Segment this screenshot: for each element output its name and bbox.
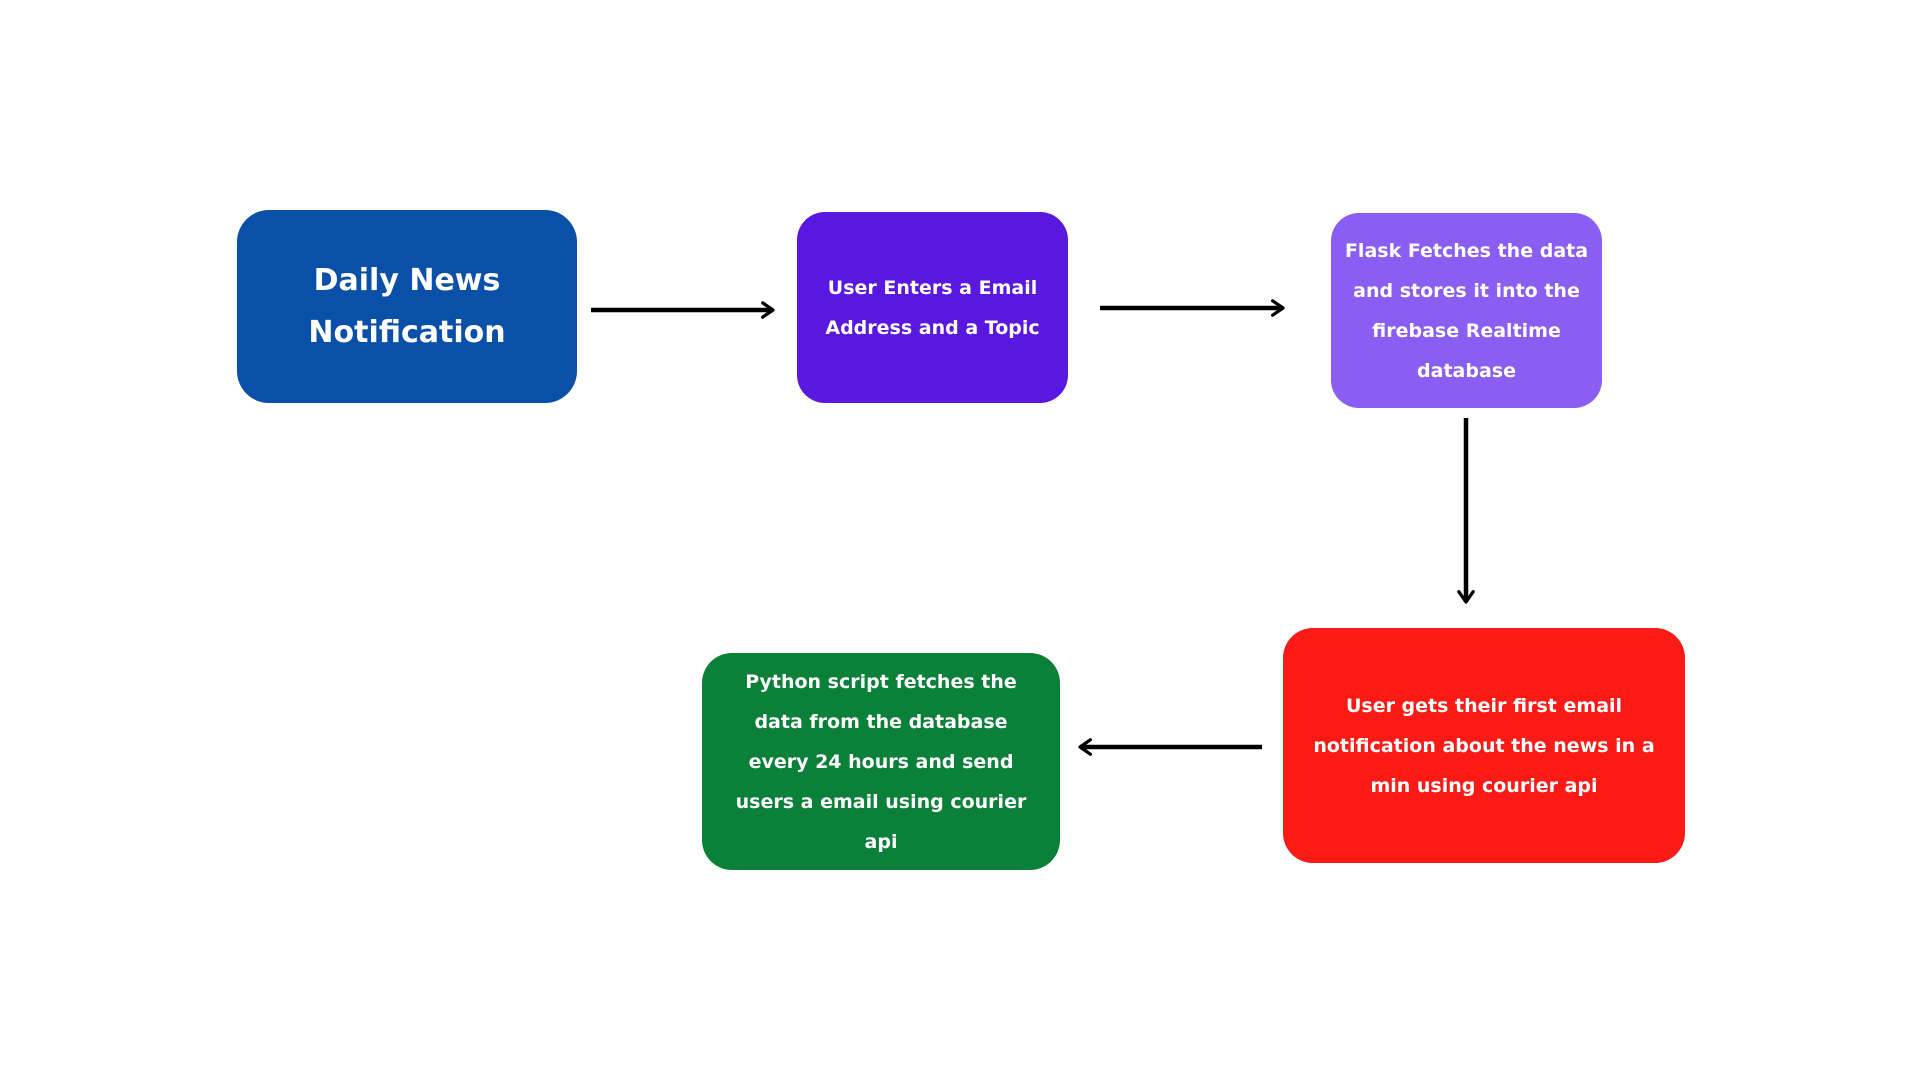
node-user-enters-email-topic[interactable]: User Enters a Email Address and a Topic <box>797 212 1068 403</box>
node-python-script-courier-label: Python script fetches the data from the … <box>735 670 1027 853</box>
node-first-email-notification[interactable]: User gets their first email notification… <box>1283 628 1685 863</box>
node-python-script-courier[interactable]: Python script fetches the data from the … <box>702 653 1060 870</box>
node-first-email-notification-label: User gets their first email notification… <box>1313 694 1655 797</box>
node-daily-news-label: Daily News Notification <box>308 262 506 350</box>
node-daily-news[interactable]: Daily News Notification <box>237 210 577 403</box>
node-flask-stores-firebase-label: Flask Fetches the data and stores it int… <box>1344 239 1589 382</box>
node-flask-stores-firebase[interactable]: Flask Fetches the data and stores it int… <box>1331 213 1602 408</box>
node-user-enters-email-topic-label: User Enters a Email Address and a Topic <box>825 276 1040 339</box>
